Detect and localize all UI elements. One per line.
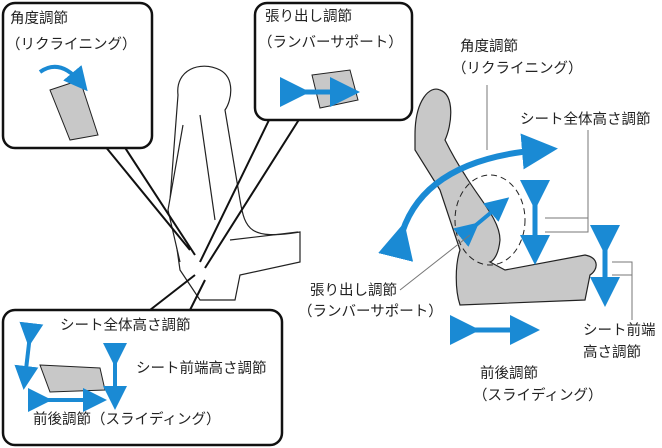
recline-label-1: 角度調節: [460, 39, 518, 55]
lumbar-label-2: （ランバーサポート）: [298, 304, 443, 320]
recline-box-label-1: 角度調節: [10, 11, 68, 27]
recline-arrow-icon: [38, 64, 88, 92]
left-seat-illustration: [167, 65, 301, 301]
recline-arc-arrow: [378, 133, 558, 262]
seat-switch-icon: [39, 364, 106, 393]
recline-box-label-2: （リクライニング）: [6, 37, 137, 53]
lumbar-label-1: 張り出し調節: [310, 283, 397, 299]
slide-label-1: 前後調節: [480, 366, 538, 382]
lumbar-arrow: [453, 197, 510, 247]
height-arrow-icon: [14, 321, 44, 390]
switch-front-height-label: シート前端高さ調節: [136, 361, 267, 377]
lumbar-box-label-1: 張り出し調節: [265, 9, 352, 25]
height-label: シート全体高さ調節: [520, 112, 651, 128]
front-height-label-1: シート前端: [583, 323, 656, 339]
recline-label-2: （リクライニング）: [452, 61, 583, 77]
switch-height-label: シート全体高さ調節: [60, 318, 191, 334]
callout-lines: [99, 117, 301, 311]
slide-label-2: （スライディング）: [473, 388, 603, 404]
front-height-label-2: 高さ調節: [583, 345, 641, 361]
leader-lines: [399, 85, 633, 320]
switch-slide-label: 前後調節（スライディング）: [33, 412, 221, 428]
lumbar-box-label-2: （ランバーサポート）: [258, 35, 403, 51]
